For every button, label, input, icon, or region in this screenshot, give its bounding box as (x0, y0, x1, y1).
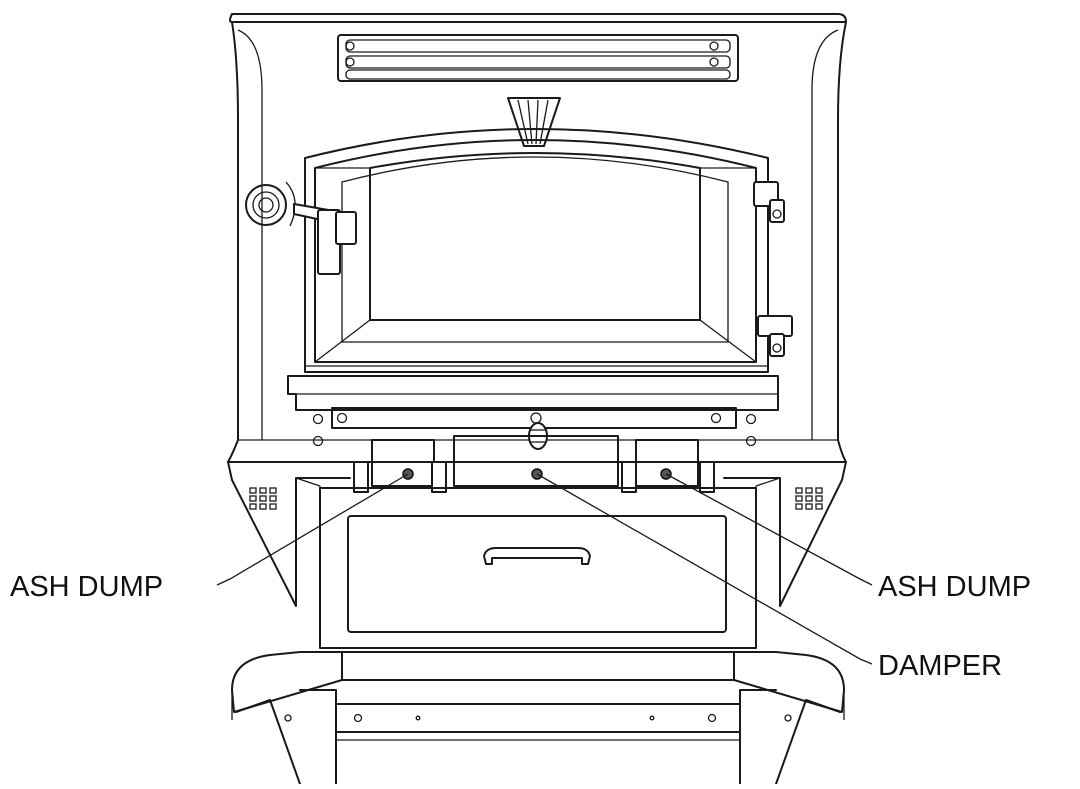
door-hinge-upper (753, 181, 785, 223)
door-latch-handle (245, 181, 357, 275)
door-ledge (287, 375, 779, 411)
leader-ash-dump-right (665, 473, 873, 586)
side-vents-right (795, 487, 823, 510)
side-vents-left (249, 487, 277, 510)
top-vent-grille (337, 34, 739, 82)
door-hinge-lower (757, 315, 793, 357)
ash-dump-brackets (353, 435, 715, 493)
label-damper: DAMPER (878, 650, 1002, 682)
leader-damper (536, 473, 873, 665)
stove-door (304, 128, 769, 373)
pedestal-base (231, 651, 845, 785)
label-ash-dump-right: ASH DUMP (878, 571, 1031, 603)
door-finial (507, 97, 561, 147)
ash-pan-drawer (319, 487, 757, 649)
stove-top-cap (229, 13, 847, 23)
label-ash-dump-left: ASH DUMP (10, 571, 163, 603)
leader-ash-dump-left (216, 473, 409, 586)
